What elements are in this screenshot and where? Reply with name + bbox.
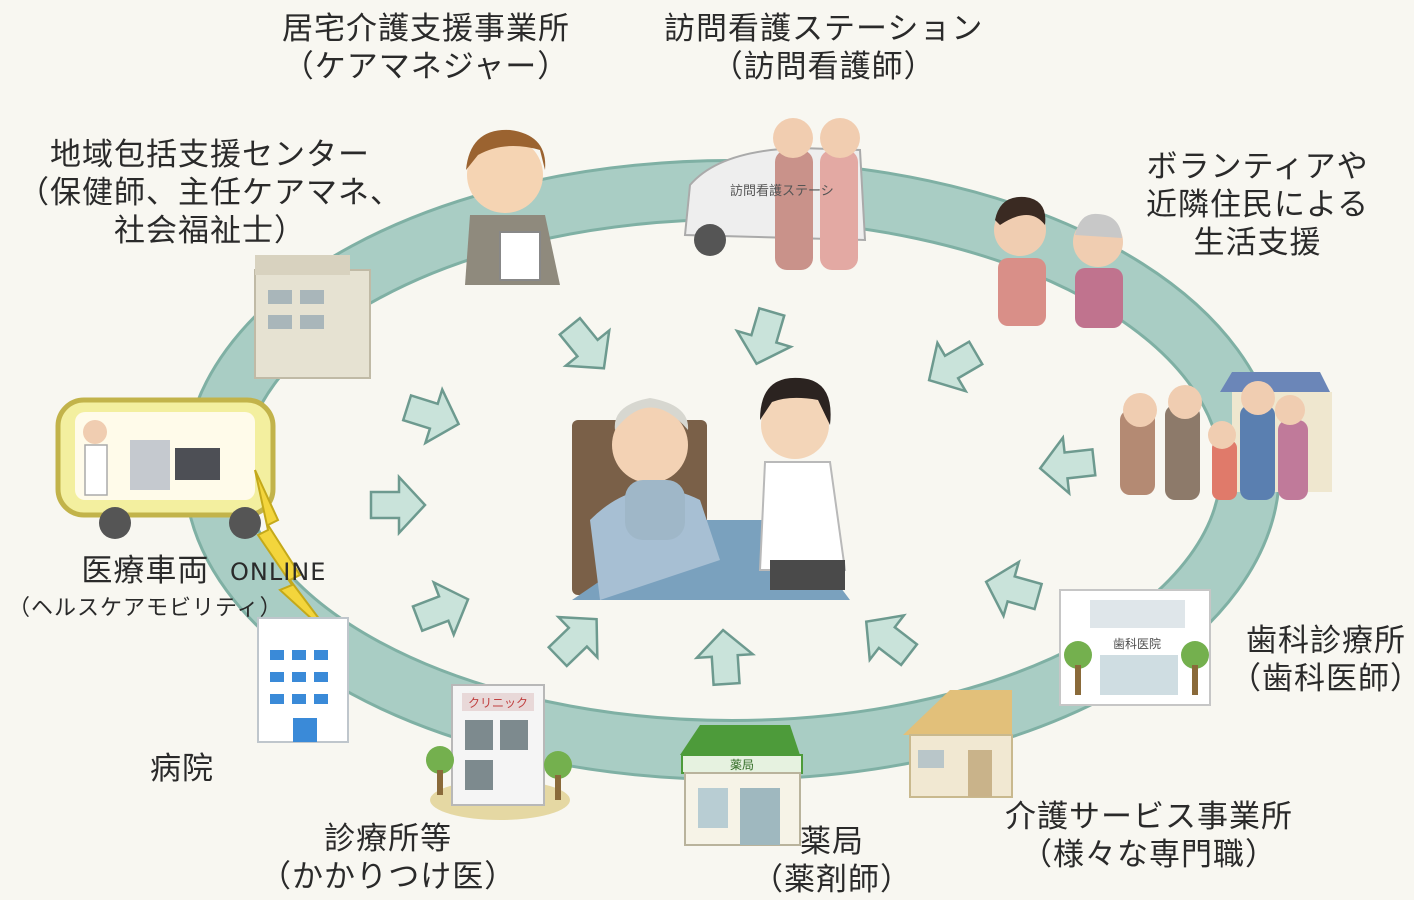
label-line: ボランティアや — [1146, 149, 1369, 185]
pharmacy-sign-text: 薬局 — [730, 758, 754, 772]
inward-arrow-icon — [734, 306, 795, 366]
label-line: （ケアマネジャー） — [282, 49, 570, 85]
center-patient-doctor-illustration — [572, 377, 850, 600]
label-line: 生活支援 — [1193, 225, 1322, 261]
label-community-support-center: 地域包括支援センター （保健師、主任ケアマネ、 社会福祉士） — [18, 136, 402, 250]
label-line: 薬局 — [800, 824, 864, 860]
inward-arrow-icon — [927, 339, 984, 394]
inward-arrow-icon — [1038, 434, 1097, 497]
dental-sign-text: 歯科医院 — [1113, 637, 1161, 651]
label-hospital: 病院 — [150, 751, 214, 787]
label-line: 地域包括支援センター — [50, 137, 370, 173]
inward-arrows — [369, 306, 1097, 687]
inward-arrow-icon — [693, 628, 756, 687]
label-online: ONLINE — [230, 558, 327, 586]
label-clinic: 診療所等 （かかりつけ医） — [260, 820, 516, 896]
care-service-house-illustration — [903, 690, 1013, 798]
label-line: （ヘルスケアモビリティ） — [8, 596, 283, 621]
label-line: （薬剤師） — [752, 862, 912, 898]
clinic-sign-text: クリニック — [468, 696, 528, 710]
label-dental-clinic: 歯科診療所 （歯科医師） — [1230, 622, 1414, 698]
neighbors-group-illustration — [1120, 372, 1332, 500]
care-manager-illustration — [465, 129, 560, 285]
visiting-nurse-car-illustration: 訪問看護ステーシ — [683, 118, 867, 270]
pharmacy-building-illustration: 薬局 — [680, 725, 803, 846]
label-line: 歯科診療所 — [1246, 623, 1406, 659]
label-care-service-office: 介護サービス事業所 （様々な専門職） — [1005, 798, 1293, 874]
medical-vehicle-illustration — [55, 397, 276, 539]
hospital-building-illustration — [257, 617, 349, 743]
label-pharmacy: 薬局 （薬剤師） — [752, 823, 912, 899]
label-line: （かかりつけ医） — [260, 859, 517, 895]
clinic-building-illustration: クリニック — [426, 684, 572, 820]
label-line: 居宅介護支援事業所 — [282, 11, 570, 47]
label-line: （保健師、主任ケアマネ、 — [18, 175, 402, 211]
label-home-care-support-office: 居宅介護支援事業所 （ケアマネジャー） — [282, 10, 570, 86]
label-line: 診療所等 — [324, 821, 453, 857]
label-line: 介護サービス事業所 — [1005, 799, 1293, 835]
label-line: （歯科医師） — [1230, 661, 1414, 697]
label-visiting-nursing-station: 訪問看護ステーション （訪問看護師） — [664, 10, 983, 86]
community-center-building-illustration — [254, 255, 371, 379]
label-line: 社会福祉士） — [114, 213, 306, 249]
inward-arrow-icon — [864, 613, 919, 667]
label-line: 近隣住民による — [1146, 187, 1370, 223]
volunteers-illustration — [994, 196, 1123, 328]
label-line: （訪問看護師） — [711, 49, 936, 85]
label-medical-vehicle: 医療車両 （ヘルスケアモビリティ） — [8, 552, 283, 628]
dental-clinic-illustration: 歯科医院 — [1059, 589, 1211, 706]
inward-arrow-icon — [546, 615, 599, 668]
label-line: 医療車両 — [81, 553, 210, 589]
inward-arrow-icon — [984, 559, 1044, 620]
label-line: 訪問看護ステーション — [664, 11, 984, 47]
inward-arrow-icon — [369, 473, 427, 537]
inward-arrow-icon — [401, 386, 461, 446]
car-sign-text: 訪問看護ステーシ — [730, 183, 834, 199]
inward-arrow-icon — [558, 316, 611, 370]
inward-arrow-icon — [411, 579, 470, 639]
label-volunteer-support: ボランティアや 近隣住民による 生活支援 — [1146, 148, 1369, 262]
label-line: （様々な専門職） — [1021, 837, 1277, 873]
